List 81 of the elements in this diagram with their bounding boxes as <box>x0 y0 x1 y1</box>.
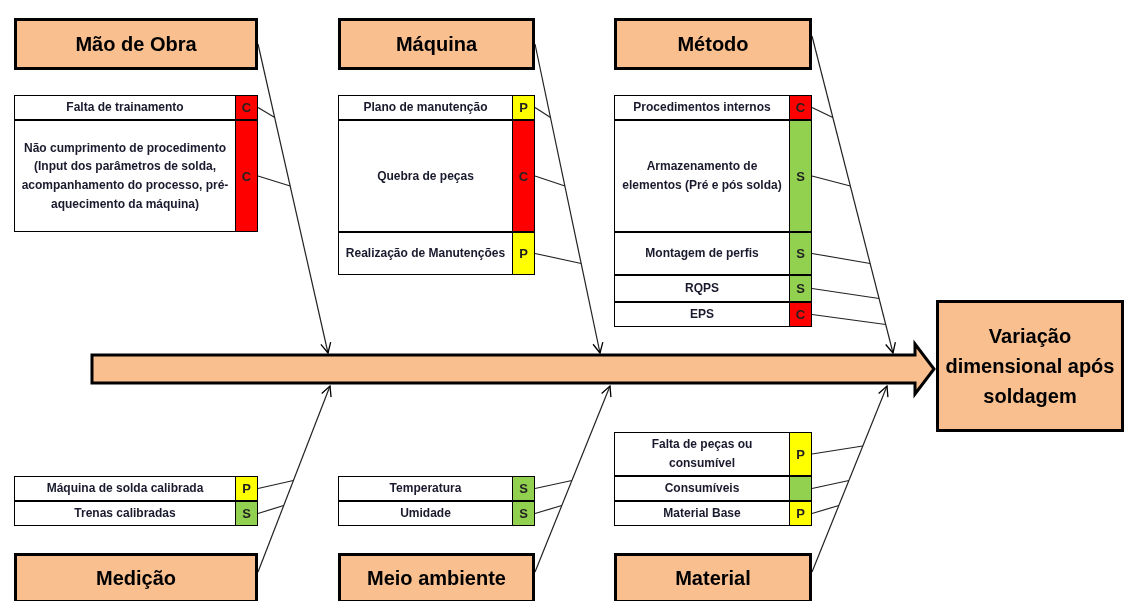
cause-row <box>614 95 812 120</box>
branch-line <box>811 445 864 455</box>
cause-label: Trenas calibradas <box>73 505 177 523</box>
cause-label: Procedimentos internos <box>632 99 772 117</box>
rating-tag: S <box>512 502 534 525</box>
category-box: Medição <box>14 553 258 601</box>
cause-row <box>14 476 258 501</box>
cause-row <box>614 432 812 476</box>
rating-tag: P <box>512 96 534 119</box>
branch-line <box>257 504 285 515</box>
cause-row <box>338 232 535 275</box>
cause-row <box>614 232 812 275</box>
branch-line <box>811 313 887 326</box>
arrow <box>257 385 332 573</box>
rating-tag: C <box>512 121 534 231</box>
branch-line <box>257 479 294 490</box>
cause-label: RQPS <box>684 280 720 298</box>
cause-label: Consumíveis <box>663 480 741 498</box>
category-box: Mão de Obra <box>14 18 258 70</box>
branch-line <box>811 252 871 265</box>
branch-line <box>811 287 880 300</box>
cause-row <box>338 95 535 120</box>
rating-tag: S <box>235 502 257 525</box>
rating-tag: P <box>235 477 257 500</box>
rating-tag: P <box>512 233 534 274</box>
cause-label: Não cumprimento de procedimento (Input dos parâmetros de solda, acompanhamento do processo, pré-aquecimento da máquina) <box>20 139 230 213</box>
cause-label: Quebra de peças <box>376 167 475 185</box>
cause-row <box>614 476 812 501</box>
cause-row <box>614 275 812 302</box>
cause-label: Montagem de perfis <box>644 245 760 263</box>
cause-row <box>338 120 535 232</box>
spine-arrow <box>90 339 936 399</box>
category-box: Meio ambiente <box>338 553 535 601</box>
cause-row <box>614 501 812 526</box>
rating-tag: C <box>235 121 257 231</box>
rating-tag: C <box>789 303 811 326</box>
rating-tag: S <box>789 233 811 274</box>
category-box: Máquina <box>338 18 535 70</box>
arrow <box>534 385 612 573</box>
category-box: Material <box>614 553 812 601</box>
cause-label: Material Base <box>662 505 742 523</box>
cause-label: Temperatura <box>388 480 463 498</box>
rating-tag: S <box>512 477 534 500</box>
branch-line <box>811 106 834 119</box>
cause-label: Armazenamento de elementos (Pré e pós solda) <box>621 158 783 194</box>
cause-row <box>14 120 258 232</box>
arrow <box>811 385 889 573</box>
cause-label: EPS <box>689 306 715 324</box>
branch-line <box>534 175 566 187</box>
rating-tag: C <box>789 96 811 119</box>
rating-tag: P <box>789 433 811 475</box>
effect-box: Variação dimensional após soldagem <box>936 300 1124 432</box>
cause-label: Plano de manutenção <box>362 99 489 117</box>
branch-line <box>534 106 552 119</box>
category-box: Método <box>614 18 812 70</box>
cause-label: Realização de Manutenções <box>344 245 507 263</box>
arrow <box>534 43 604 354</box>
branch-line <box>534 252 582 265</box>
branch-line <box>811 479 850 490</box>
arrow <box>811 35 896 354</box>
cause-row <box>14 95 258 120</box>
cause-row <box>614 302 812 327</box>
rating-tag: S <box>789 276 811 301</box>
cause-label: Umidade <box>399 505 452 523</box>
cause-label: Falta de trainamento <box>65 99 185 117</box>
cause-label: Falta de peças ou consumível <box>650 436 754 472</box>
cause-label: Máquina de solda calibrada <box>45 480 205 498</box>
cause-row <box>614 120 812 232</box>
branch-line <box>534 504 563 515</box>
branch-line <box>257 106 276 119</box>
branch-line <box>257 175 291 187</box>
cause-row <box>14 501 258 526</box>
branch-line <box>811 175 851 187</box>
rating-tag: C <box>235 96 257 119</box>
cause-row <box>338 476 535 501</box>
rating-tag: P <box>789 502 811 525</box>
arrow <box>257 43 332 354</box>
cause-row <box>338 501 535 526</box>
branch-line <box>811 504 840 515</box>
branch-line <box>534 479 573 490</box>
rating-tag: S <box>789 121 811 231</box>
